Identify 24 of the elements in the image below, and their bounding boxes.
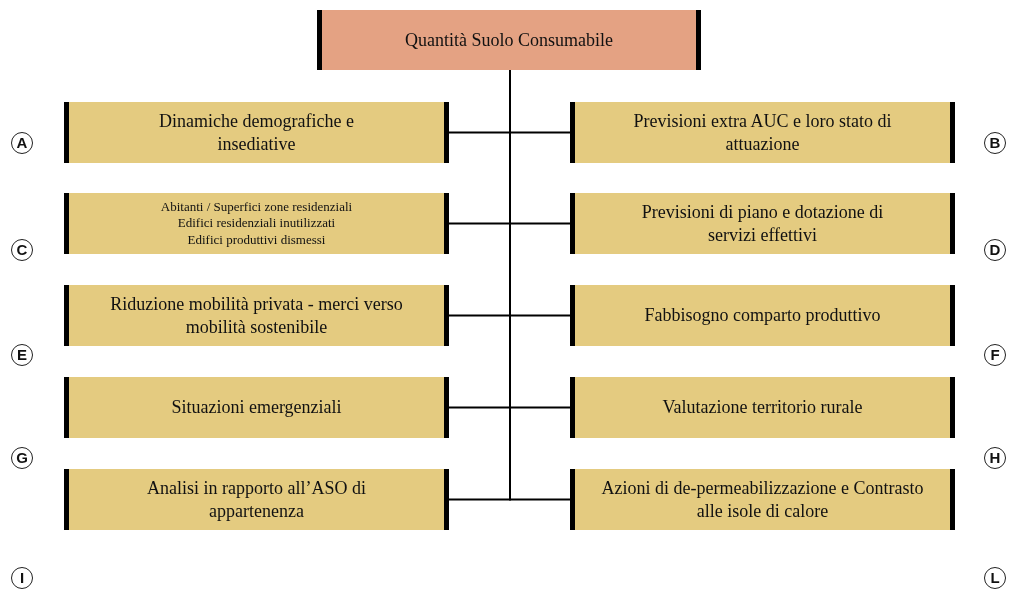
topic-box (64, 285, 449, 346)
box-text: Situazioni emergenziali (171, 396, 342, 419)
box-text: Riduzione mobilità privata - merci verso mobilità sostenibile (109, 293, 404, 338)
topic-box (570, 285, 955, 346)
topic-box (64, 469, 449, 530)
topic-box (570, 102, 955, 163)
box-text: Fabbisogno comparto produttivo (644, 304, 881, 327)
box-text: Abitanti / Superfici zone residenziali (160, 199, 353, 216)
box-text: Previsioni extra AUC e loro stato di attuazione (632, 110, 893, 155)
topic-box (570, 377, 955, 438)
box-text: Dinamiche demografiche e insediative (158, 110, 355, 155)
topic-box (570, 469, 955, 530)
topic-box (64, 102, 449, 163)
box-text: Azioni di de-permeabilizzazione e Contrasto alle isole di calore (600, 477, 925, 522)
box-text: Edifici produttivi dismessi (187, 231, 326, 248)
box-text: Analisi in rapporto all’ASO di appartenenza (146, 477, 367, 522)
topic-box (64, 193, 449, 254)
box-text: Previsioni di piano e dotazione di servizi effettivi (640, 201, 885, 246)
title-box (317, 10, 701, 70)
box-text: Valutazione territorio rurale (662, 396, 863, 419)
topic-box (64, 377, 449, 438)
topic-box (570, 193, 955, 254)
box-text: Edifici residenziali inutilizzati (177, 215, 336, 232)
box-text: Quantità Suolo Consumabile (405, 28, 613, 52)
